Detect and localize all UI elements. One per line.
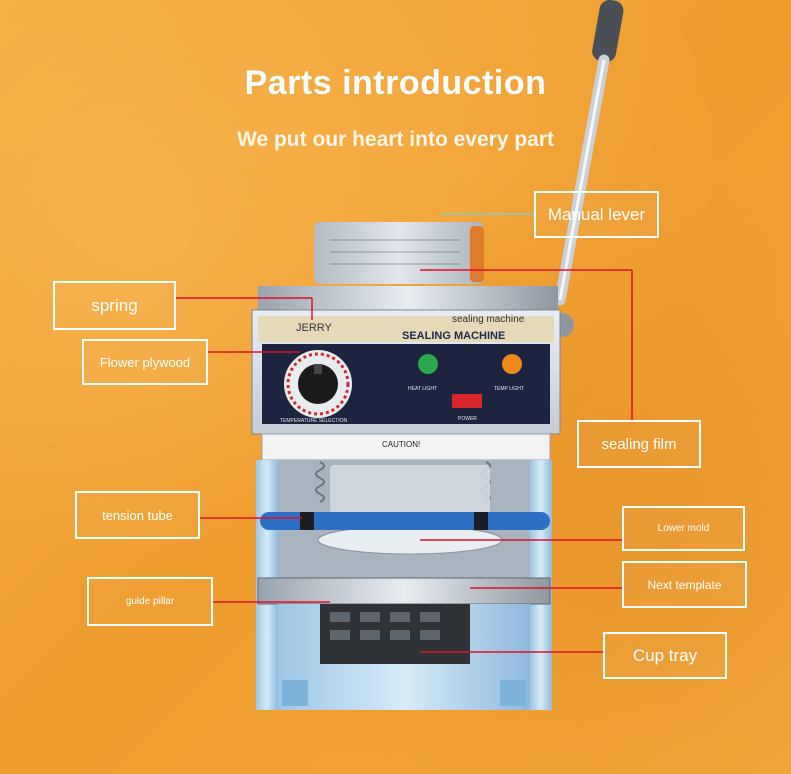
label-next-template: Next template: [622, 561, 747, 608]
label-cup-tray: Cup tray: [603, 632, 727, 679]
label-sealing-film: sealing film: [577, 420, 701, 468]
heat-light: [418, 354, 438, 374]
film-roll-graphic: [314, 222, 484, 284]
label-lower-mold: Lower mold: [622, 506, 745, 551]
page-title: Parts introduction: [244, 64, 547, 102]
heat-light-label: HEAT LIGHT: [408, 386, 437, 392]
label-manual-lever: Manual lever: [534, 191, 659, 238]
page-subtitle: We put our heart into every part: [237, 128, 554, 151]
caution-label: CAUTION!: [382, 440, 420, 449]
label-flower-plywood: Flower plywood: [82, 339, 208, 385]
model-text: sealing machine: [452, 314, 525, 325]
temp-light-label: TEMP LIGHT: [494, 386, 524, 392]
brand-text: JERRY: [296, 322, 333, 334]
lever-graphic: [550, 0, 624, 337]
power-switch: [452, 394, 482, 408]
label-spring: spring: [53, 281, 176, 330]
control-panel: JERRY sealing machine SEALING MACHINE TE…: [251, 309, 561, 435]
panel-title: SEALING MACHINE: [402, 330, 505, 342]
label-guide-pillar: guide pillar: [87, 577, 213, 626]
label-tension-tube: tension tube: [75, 491, 200, 539]
temp-light: [502, 354, 522, 374]
caution-strip: [261, 433, 551, 461]
power-label: POWER: [458, 416, 477, 422]
tray-plate-graphic: [257, 577, 551, 605]
temperature-label: TEMPERATURE SELECTION: [280, 418, 348, 424]
